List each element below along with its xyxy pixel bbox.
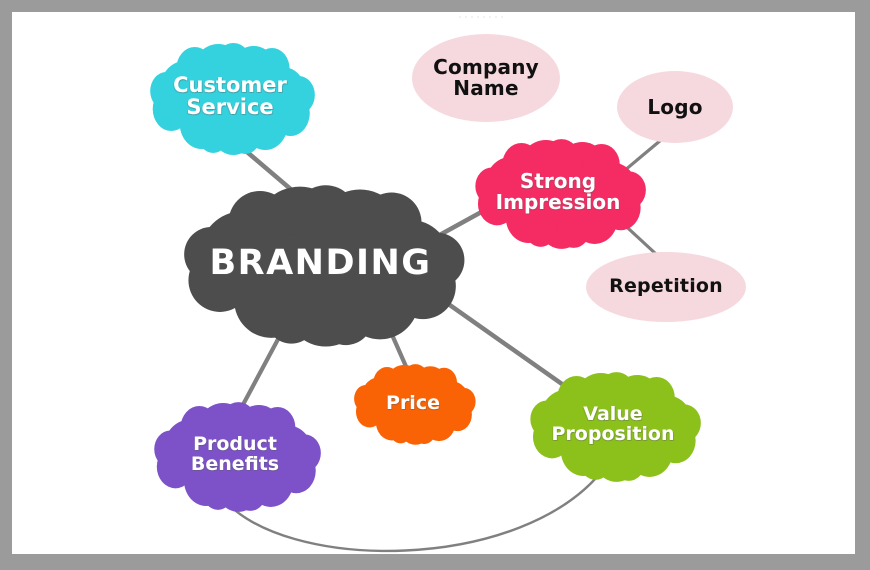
node-price[interactable] xyxy=(354,364,476,445)
node-repetition[interactable] xyxy=(586,252,746,322)
diagram-svg xyxy=(150,34,746,553)
node-branding[interactable] xyxy=(184,185,465,347)
node-strong-impression[interactable] xyxy=(475,139,646,249)
node-company-name[interactable] xyxy=(412,34,560,122)
edge-branding-value-proposition xyxy=(434,293,582,399)
node-value-proposition[interactable] xyxy=(530,372,701,482)
mindmap-diagram: BRANDING Customer Service Strong Impress… xyxy=(105,12,855,554)
node-logo[interactable] xyxy=(617,71,733,143)
node-customer-service[interactable] xyxy=(150,43,315,155)
content-sheet: BRANDING Customer Service Strong Impress… xyxy=(12,12,855,554)
edge-product-benefits-value-proposition xyxy=(220,464,608,553)
node-product-benefits[interactable] xyxy=(154,402,321,512)
